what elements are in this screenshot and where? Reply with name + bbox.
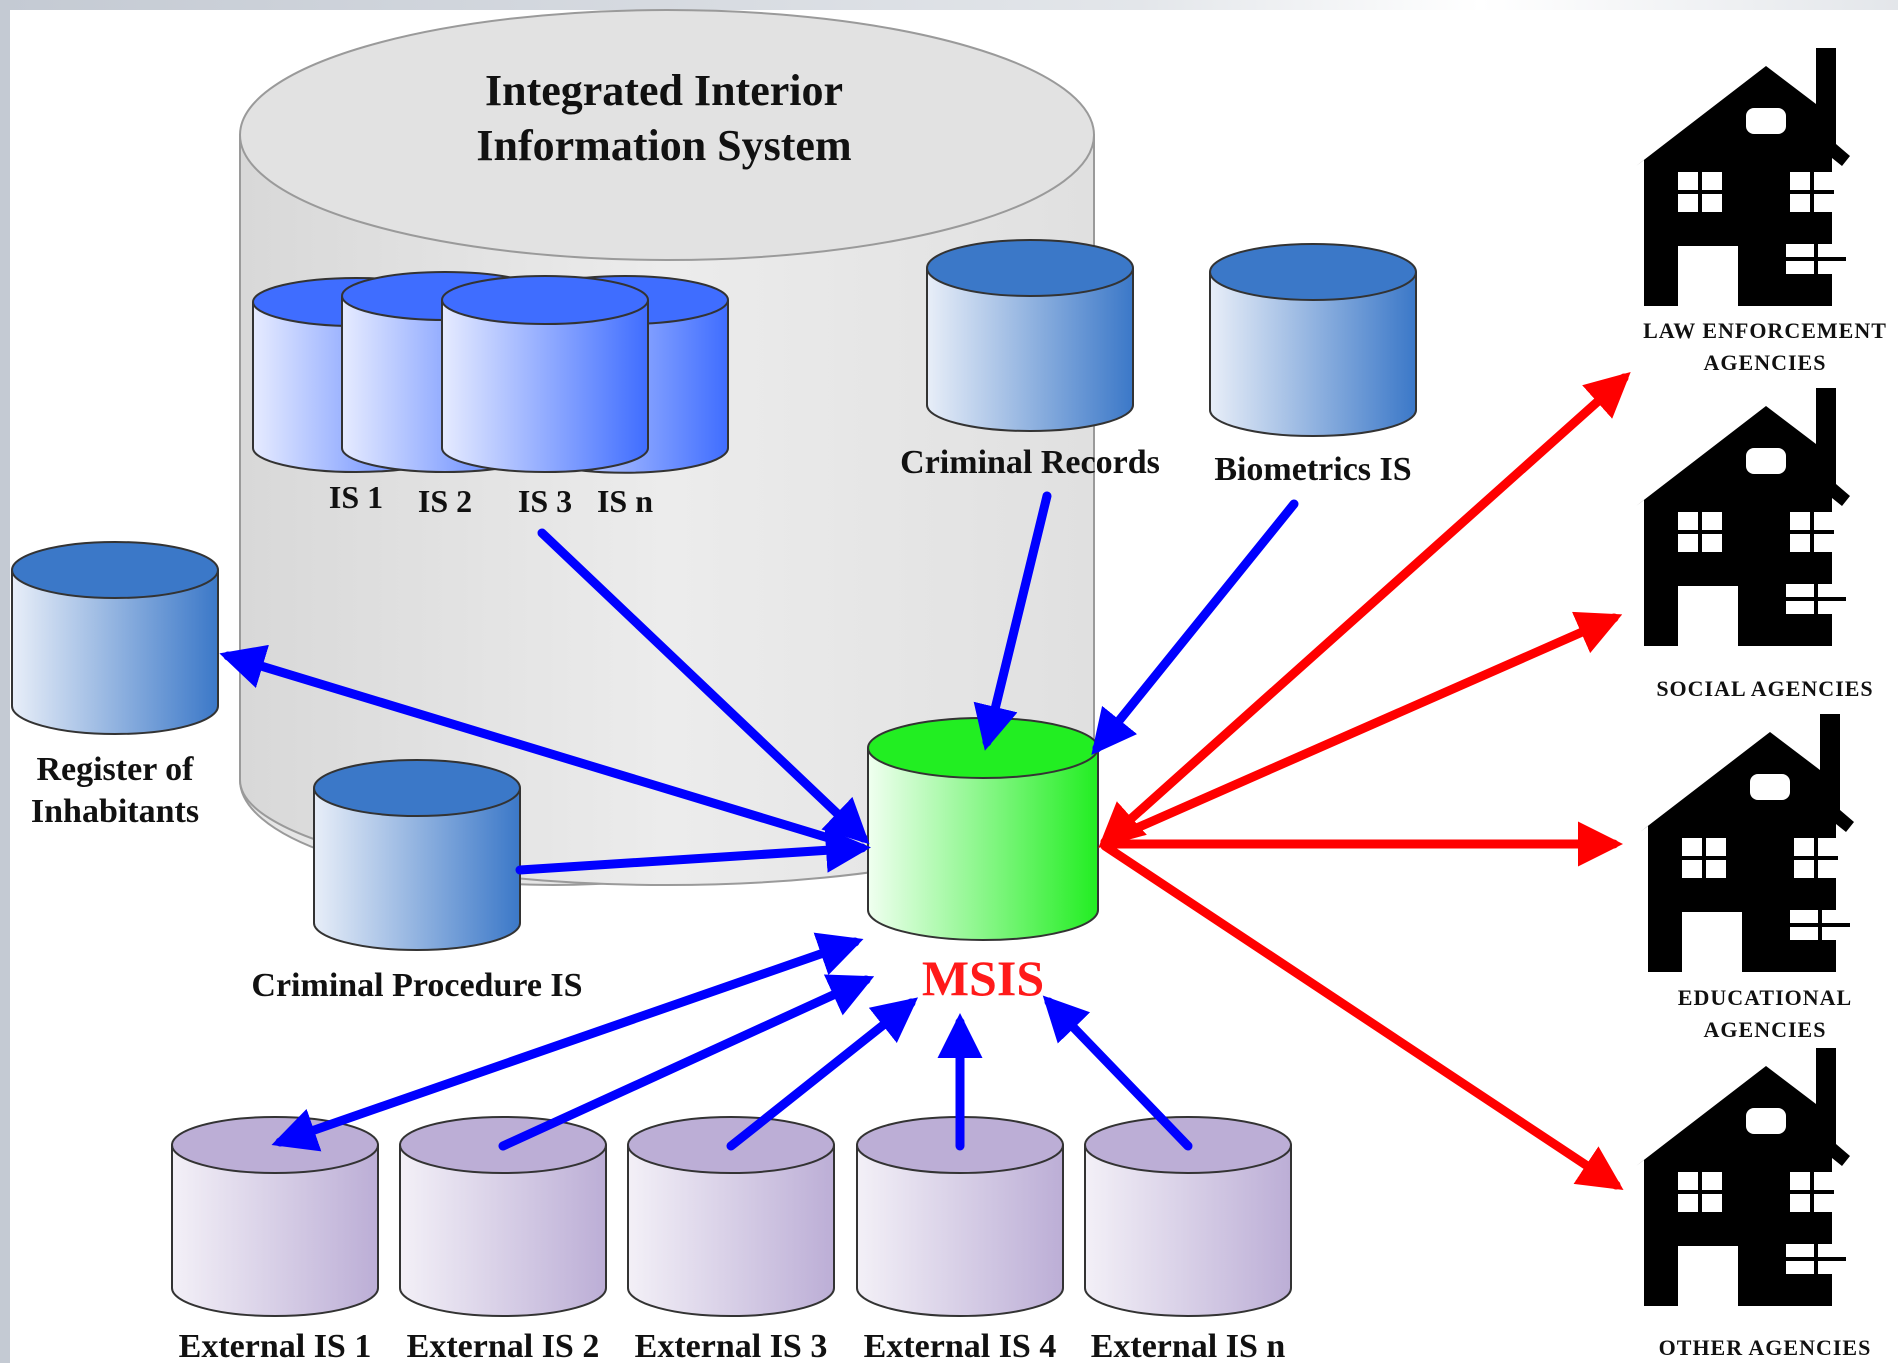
arrow-external-is-3-to-msis [726, 997, 919, 1151]
database-biometrics-is [1209, 243, 1417, 437]
arrow-criminal-procedure-to-msis [515, 827, 871, 875]
label-msis: MSIS [922, 950, 1044, 1006]
label-is-n: IS n [597, 483, 653, 519]
database-msis-hub [867, 717, 1099, 941]
label-is-1: IS 1 [329, 479, 383, 515]
house-icon-educational-agencies [1638, 712, 1856, 974]
arrow-msis-other-agencies [1100, 841, 1624, 1190]
label-external-is-1: External IS 1 [179, 1328, 372, 1363]
label-educational-line-1: EDUCATIONAL [1678, 985, 1852, 1010]
label-external-is-n: External IS n [1091, 1328, 1286, 1363]
label-criminal-procedure-is: Criminal Procedure IS [251, 967, 582, 1004]
arrow-biometrics-to-msis [1091, 499, 1299, 756]
arrow-is-stack-to-msis [537, 528, 870, 845]
label-law-enforcement-line-1: LAW ENFORCEMENT [1643, 318, 1887, 343]
label-other-agencies: OTHER AGENCIES [1659, 1335, 1872, 1360]
left-frame-bar [0, 0, 10, 1363]
arrow-criminal-records-to-msis [973, 491, 1052, 751]
database-criminal-records [926, 239, 1134, 432]
label-external-is-2: External IS 2 [407, 1328, 600, 1363]
label-biometrics-is: Biometrics IS [1214, 451, 1411, 488]
top-frame-bar [0, 0, 1898, 10]
label-is-3: IS 3 [518, 483, 572, 519]
label-educational-line-2: AGENCIES [1704, 1017, 1827, 1042]
label-law-enforcement-line-2: AGENCIES [1704, 350, 1827, 375]
database-register-of-inhabitants [11, 541, 219, 735]
arrow-msis-to-register [219, 644, 860, 851]
label-is-2: IS 2 [418, 483, 472, 519]
arrow-msis-law-enforcement [1098, 372, 1631, 848]
container-title-line-2: Information System [476, 121, 851, 170]
label-social-agencies: SOCIAL AGENCIES [1656, 676, 1873, 701]
arrow-msis-external-is-1 [271, 932, 864, 1152]
label-external-is-3: External IS 3 [635, 1328, 828, 1363]
house-icon-other-agencies [1634, 1046, 1852, 1308]
label-criminal-records: Criminal Records [900, 444, 1160, 481]
house-icon-law-enforcement [1634, 46, 1852, 308]
database-external-is-1 [171, 1116, 379, 1317]
label-external-is-4: External IS 4 [864, 1328, 1057, 1363]
arrow-msis-social-agencies [1100, 611, 1623, 847]
label-register-line-1: Register of [36, 751, 194, 788]
label-register-line-2: Inhabitants [31, 793, 199, 830]
container-title-line-1: Integrated Interior [485, 66, 843, 115]
house-icon-social-agencies [1634, 386, 1852, 648]
database-criminal-procedure-is [313, 759, 521, 951]
arrow-external-is-2-to-msis [498, 974, 875, 1151]
database-is-3 [441, 275, 649, 473]
arrow-external-is-n-to-msis [1042, 995, 1193, 1151]
